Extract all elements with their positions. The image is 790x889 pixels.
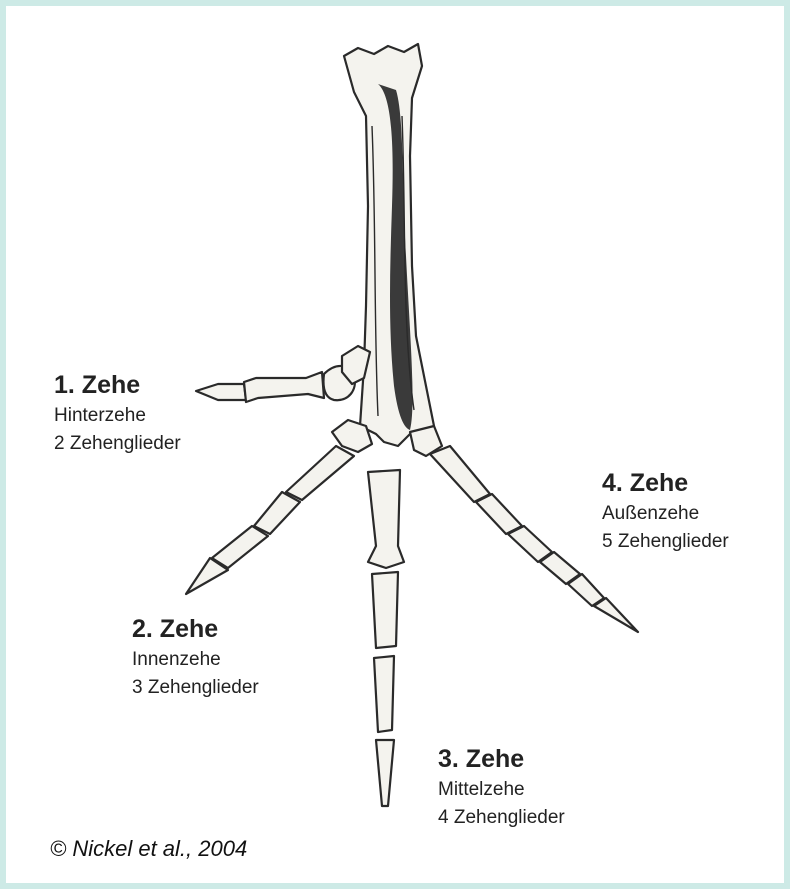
toe-2-name: Innenzehe [132, 646, 259, 674]
toe-2-title: 2. Zehe [132, 612, 259, 646]
toe-4-title: 4. Zehe [602, 466, 729, 500]
toe-3-phalanges: 4 Zehenglieder [438, 804, 565, 832]
toe-3-bones [368, 470, 404, 806]
toe-2-phalanges: 3 Zehenglieder [132, 674, 259, 702]
toe-1-bones [196, 346, 370, 402]
toe-4-phalanges: 5 Zehenglieder [602, 528, 729, 556]
illustration-frame: 1. Zehe Hinterzehe 2 Zehenglieder 2. Zeh… [6, 6, 784, 883]
toe-1-name: Hinterzehe [54, 402, 181, 430]
toe-4-label: 4. Zehe Außenzehe 5 Zehenglieder [602, 466, 729, 556]
toe-1-phalanges: 2 Zehenglieder [54, 430, 181, 458]
toe-3-title: 3. Zehe [438, 742, 565, 776]
toe-4-name: Außenzehe [602, 500, 729, 528]
toe-3-name: Mittelzehe [438, 776, 565, 804]
copyright-credit: © Nickel et al., 2004 [50, 836, 247, 862]
toe-1-title: 1. Zehe [54, 368, 181, 402]
toe-2-label: 2. Zehe Innenzehe 3 Zehenglieder [132, 612, 259, 702]
toe-1-label: 1. Zehe Hinterzehe 2 Zehenglieder [54, 368, 181, 458]
toe-2-bones [186, 420, 372, 594]
tarsometatarsus-bone [344, 44, 434, 446]
toe-3-label: 3. Zehe Mittelzehe 4 Zehenglieder [438, 742, 565, 832]
